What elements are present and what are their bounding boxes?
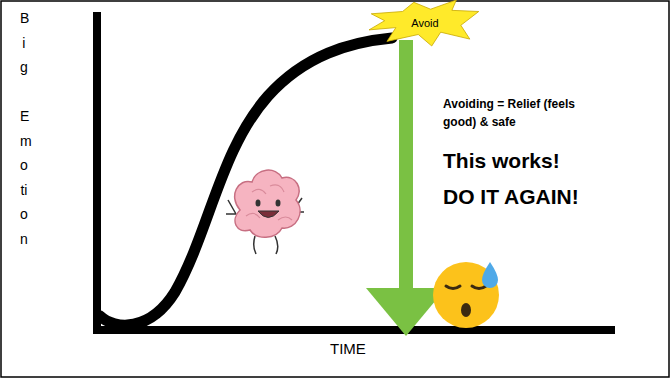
burst-text: Avoid [411,17,438,29]
axes [97,12,615,330]
emotion-curve [100,38,392,325]
axis-letters: Emotion [20,104,28,251]
happy-brain [226,170,304,254]
axis-letters: Big [20,6,28,80]
note-text: Avoiding = Relief (feels good) & safe [443,95,608,131]
relieved-emoji [433,262,499,328]
burst-shape: Avoid [369,0,481,46]
callout-text: This works! [443,149,560,173]
axis-label: TIME [330,340,366,357]
callout-text: DO IT AGAIN! [443,185,579,209]
